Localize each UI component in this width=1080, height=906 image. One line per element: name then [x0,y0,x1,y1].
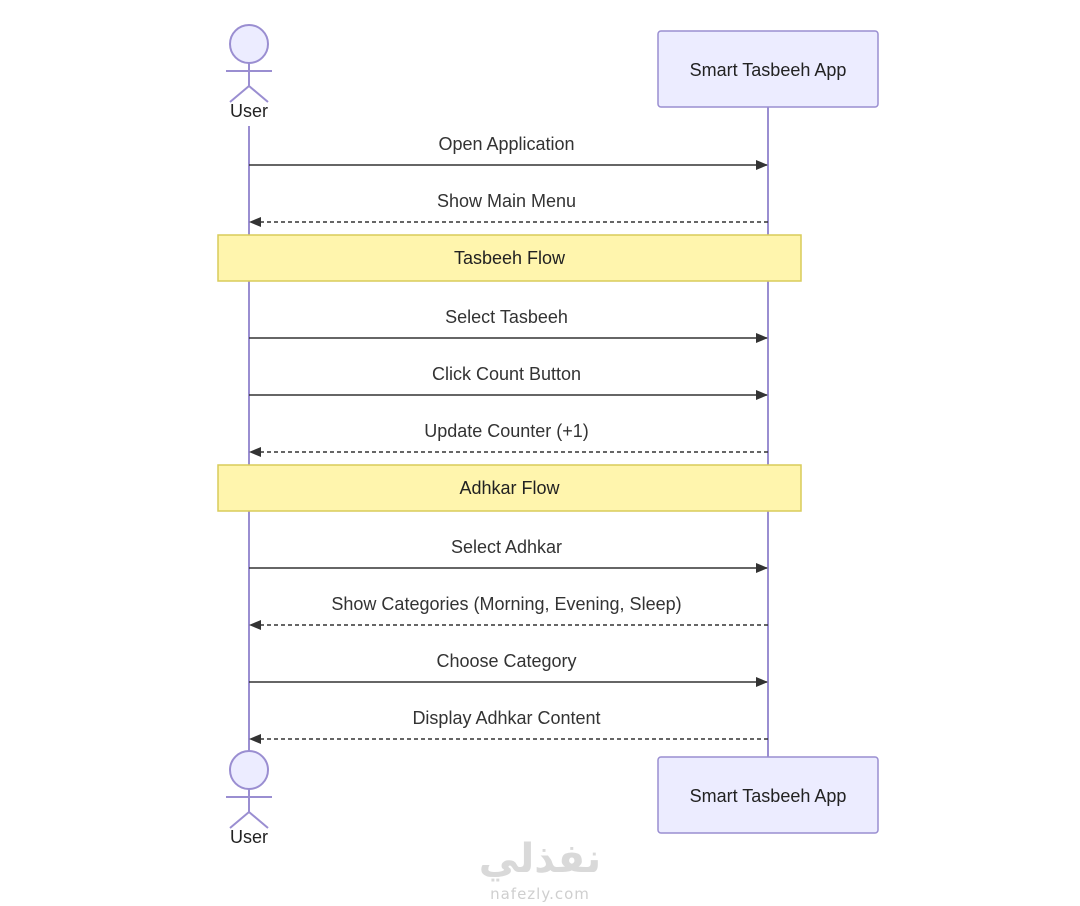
watermark: نفذلي nafezly.com [479,836,601,903]
watermark-arabic: نفذلي [479,836,601,882]
app-participant-label-bottom: Smart Tasbeeh App [690,786,847,806]
user-actor-top: User [226,24,272,121]
app-participant-top: Smart Tasbeeh App [657,30,879,108]
user-actor-bottom: User [226,750,272,847]
app-participant-bottom: Smart Tasbeeh App [657,756,879,834]
message-label: Click Count Button [432,364,581,384]
app-participant-label-top: Smart Tasbeeh App [690,60,847,80]
note-label: Tasbeeh Flow [454,248,566,268]
note-label: Adhkar Flow [459,478,560,498]
message-label: Open Application [438,134,574,154]
message-label: Display Adhkar Content [412,708,600,728]
app-participant-box-bottom [657,756,879,834]
note-box [217,464,802,512]
message-label: Select Adhkar [451,537,562,557]
message-label: Update Counter (+1) [424,421,589,441]
user-actor-label-bottom: User [230,827,268,847]
message-label: Choose Category [436,651,576,671]
user-actor-head [229,24,269,64]
app-participant-box-top [657,30,879,108]
note-box [217,234,802,282]
message-label: Select Tasbeeh [445,307,568,327]
watermark-latin: nafezly.com [490,885,590,903]
message-label: Show Categories (Morning, Evening, Sleep… [331,594,681,614]
user-actor-head [229,750,269,790]
user-actor-label-top: User [230,101,268,121]
message-label: Show Main Menu [437,191,576,211]
